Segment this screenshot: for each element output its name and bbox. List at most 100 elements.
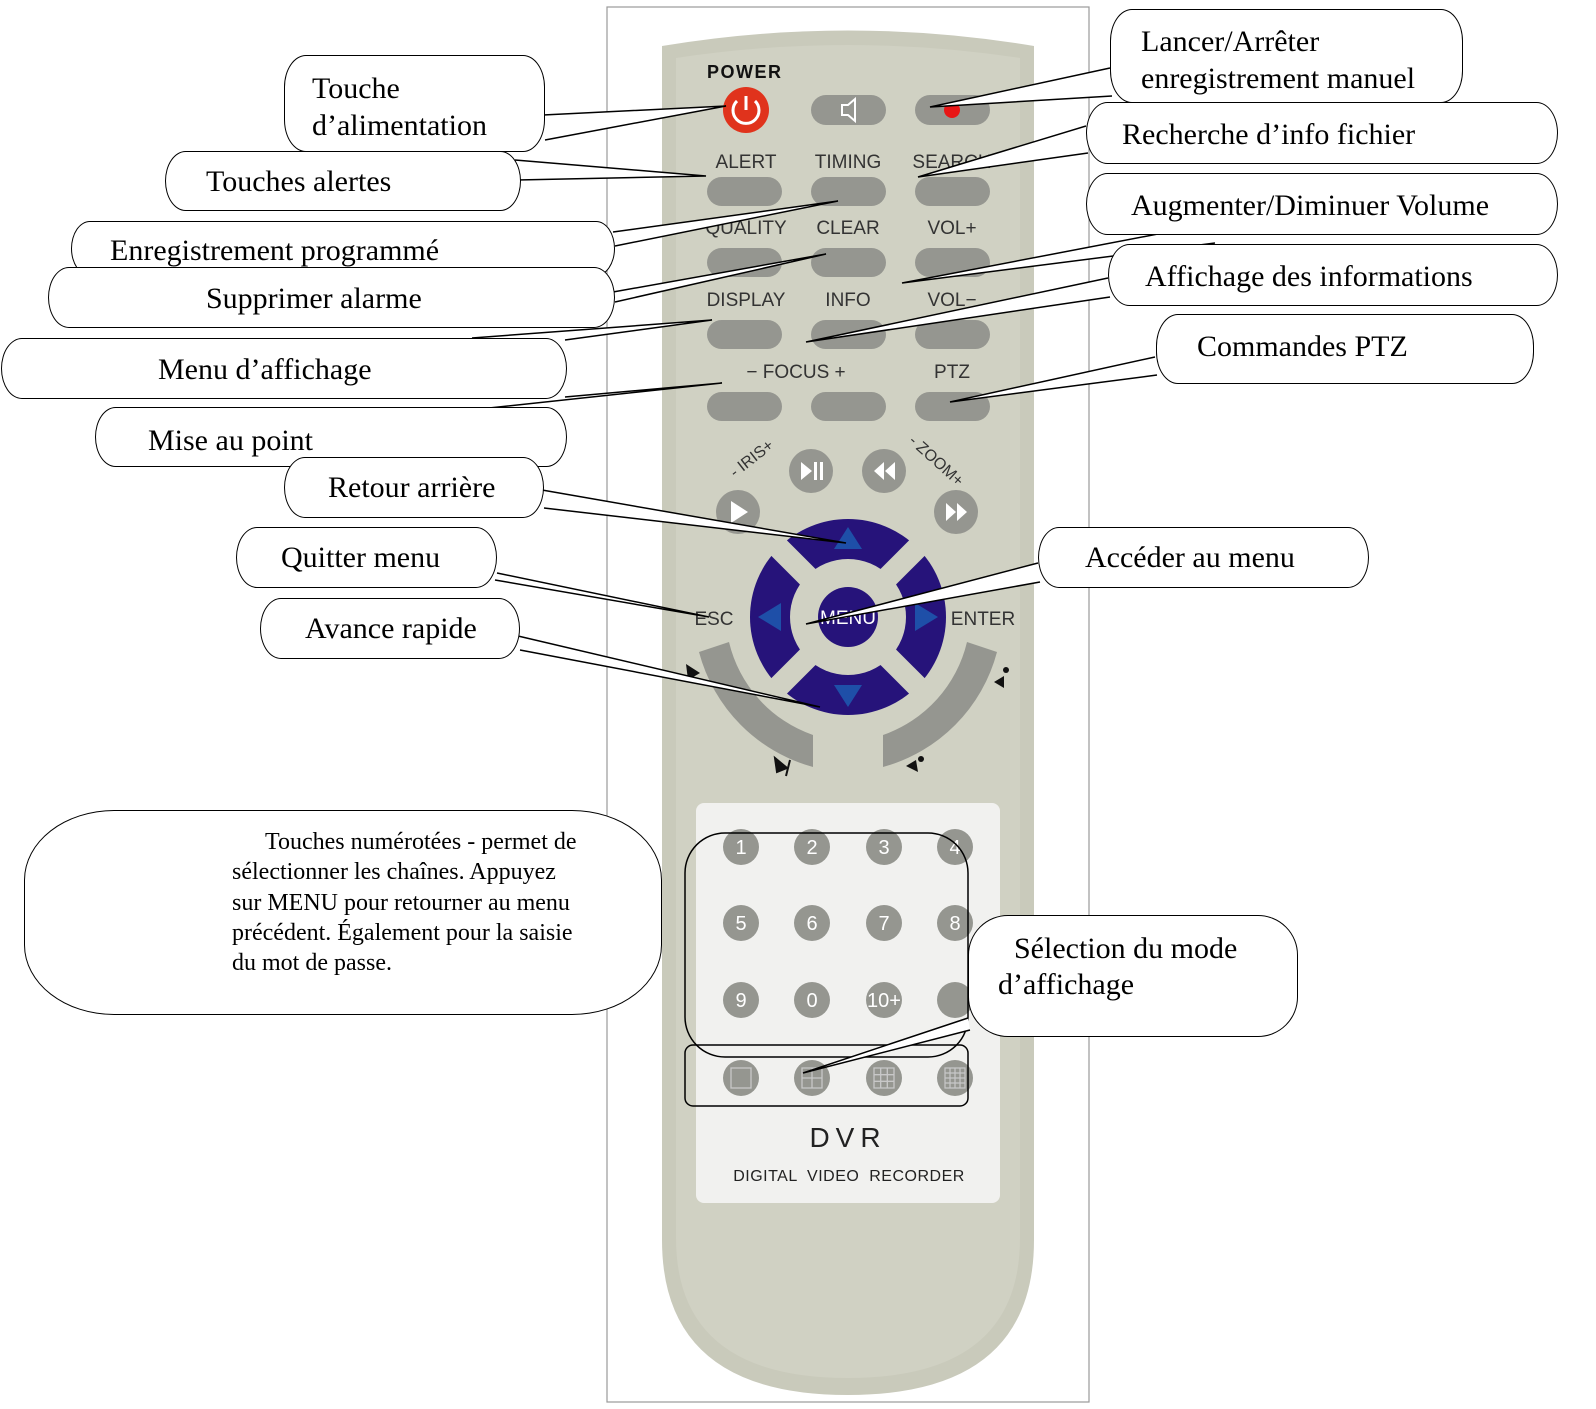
alert-button[interactable] xyxy=(707,177,782,206)
sixteen-screen-icon xyxy=(944,1067,966,1089)
split-keys-highlight xyxy=(684,1044,969,1107)
number-key-button[interactable] xyxy=(937,982,973,1018)
arrow-right-icon xyxy=(915,603,938,631)
quality-button[interactable] xyxy=(707,248,782,277)
number-key-button[interactable]: 9 xyxy=(723,982,759,1018)
dpad-down-button[interactable] xyxy=(834,685,862,707)
speaker-icon xyxy=(841,96,856,124)
callout-volume: Augmenter/Diminuer Volume xyxy=(1086,173,1558,235)
callout-ffwd: Avance rapide xyxy=(260,598,520,659)
split-mode-1-button[interactable] xyxy=(723,1060,759,1096)
callout-split-line1: Sélection du mode xyxy=(1014,932,1238,965)
power-icon xyxy=(731,99,761,125)
step-icon xyxy=(773,755,791,777)
number-key-label: 5 xyxy=(735,913,746,935)
number-key-label: 4 xyxy=(949,837,960,859)
callout-ptz-text: Commandes PTZ xyxy=(1197,330,1408,363)
number-key-label: 6 xyxy=(806,913,817,935)
enter-label: ENTER xyxy=(951,609,1015,630)
display-label: DISPLAY xyxy=(707,290,786,311)
callout-timing: Enregistrement programmé xyxy=(71,221,615,276)
number-key-button[interactable]: 7 xyxy=(866,905,902,941)
number-key-button[interactable]: 4 xyxy=(937,829,973,865)
brand-subtitle: DIGITAL VIDEO RECORDER xyxy=(733,1168,965,1185)
alert-label: ALERT xyxy=(716,152,777,173)
number-key-button[interactable]: 10+ xyxy=(866,982,902,1018)
callout-ffwd-text: Avance rapide xyxy=(305,612,477,645)
callout-power: Touche d’alimentation xyxy=(284,55,545,152)
focus-label: − FOCUS + xyxy=(746,362,845,383)
power-button[interactable] xyxy=(723,87,769,133)
split-mode-9-button[interactable] xyxy=(866,1060,902,1096)
callout-numbers-line4: précédent. Également pour la saisie xyxy=(232,919,573,946)
number-key-label: 7 xyxy=(878,913,889,935)
number-keypad: 1 2 3 4 5 6 7 8 9 0 10+ xyxy=(723,829,973,1018)
single-screen-icon xyxy=(730,1067,752,1089)
vol-down-label: VOL− xyxy=(927,290,976,311)
callout-pointers xyxy=(471,67,1216,1074)
play-icon xyxy=(731,501,748,523)
number-key-button[interactable]: 2 xyxy=(794,829,830,865)
number-key-label: 0 xyxy=(806,990,817,1012)
callout-esc: Quitter menu xyxy=(236,527,497,588)
callout-rewind-text: Retour arrière xyxy=(328,471,496,504)
vol-up-label: VOL+ xyxy=(927,218,976,239)
focus-plus-button[interactable] xyxy=(811,392,886,421)
power-label: POWER xyxy=(707,62,783,82)
number-keys-highlight xyxy=(684,832,969,1058)
number-key-button[interactable]: 1 xyxy=(723,829,759,865)
esc-label: ESC xyxy=(694,609,733,630)
timing-label: TIMING xyxy=(815,152,882,173)
focus-minus-button[interactable] xyxy=(707,392,782,421)
callout-split-line2: d’affichage xyxy=(998,968,1135,1001)
dpad-right-button[interactable] xyxy=(915,603,938,631)
number-key-button[interactable]: 6 xyxy=(794,905,830,941)
callout-timing-text: Enregistrement programmé xyxy=(110,234,440,267)
callout-display-text: Menu d’affichage xyxy=(158,353,372,386)
callout-ptz: Commandes PTZ xyxy=(1156,314,1534,384)
callout-numbers-line5: du mot de passe. xyxy=(232,950,392,977)
callout-power-line1: Touche xyxy=(312,72,400,105)
timing-button[interactable] xyxy=(811,177,886,206)
callout-info: Affichage des informations xyxy=(1108,244,1558,306)
split-mode-16-button[interactable] xyxy=(937,1060,973,1096)
callout-numbers: Touches numérotées - permet de sélection… xyxy=(24,810,662,1015)
number-key-button[interactable]: 3 xyxy=(866,829,902,865)
number-key-label: 3 xyxy=(878,837,889,859)
clear-button[interactable] xyxy=(811,248,886,277)
number-key-button[interactable]: 5 xyxy=(723,905,759,941)
play-pause-icon xyxy=(801,462,812,480)
callout-alert: Touches alertes xyxy=(165,151,521,211)
vol-down-button[interactable] xyxy=(915,320,990,349)
rewind-button[interactable] xyxy=(862,449,906,493)
callout-power-line2: d’alimentation xyxy=(312,109,487,142)
arrow-left-icon xyxy=(758,603,781,631)
clear-label: CLEAR xyxy=(816,218,879,239)
number-key-label: 1 xyxy=(735,837,746,859)
number-key-button[interactable]: 8 xyxy=(937,905,973,941)
callout-display: Menu d’affichage xyxy=(1,338,567,399)
nine-screen-icon xyxy=(873,1067,895,1089)
callout-search-text: Recherche d’info fichier xyxy=(1122,118,1416,151)
ptz-label: PTZ xyxy=(934,362,970,383)
keypad-panel xyxy=(696,803,1000,1203)
mute-button[interactable] xyxy=(811,95,886,125)
next-arc-button[interactable] xyxy=(883,642,997,767)
search-button[interactable] xyxy=(915,177,990,206)
arrow-down-icon xyxy=(834,685,862,707)
info-label: INFO xyxy=(825,290,870,311)
display-button[interactable] xyxy=(707,320,782,349)
number-key-label: 10+ xyxy=(867,990,901,1012)
number-key-button[interactable]: 0 xyxy=(794,982,830,1018)
play-pause-button[interactable] xyxy=(789,449,833,493)
dpad-up-button[interactable] xyxy=(834,527,862,549)
callout-menu: Accéder au menu xyxy=(1038,527,1369,588)
prev-arc-button[interactable] xyxy=(699,642,813,767)
callout-volume-text: Augmenter/Diminuer Volume xyxy=(1131,189,1490,222)
callout-rewind: Retour arrière xyxy=(284,457,544,518)
fast-forward-button[interactable] xyxy=(934,490,978,534)
callout-info-text: Affichage des informations xyxy=(1145,260,1473,293)
dpad-left-button[interactable] xyxy=(758,603,781,631)
callout-record-line2: enregistrement manuel xyxy=(1141,62,1416,95)
